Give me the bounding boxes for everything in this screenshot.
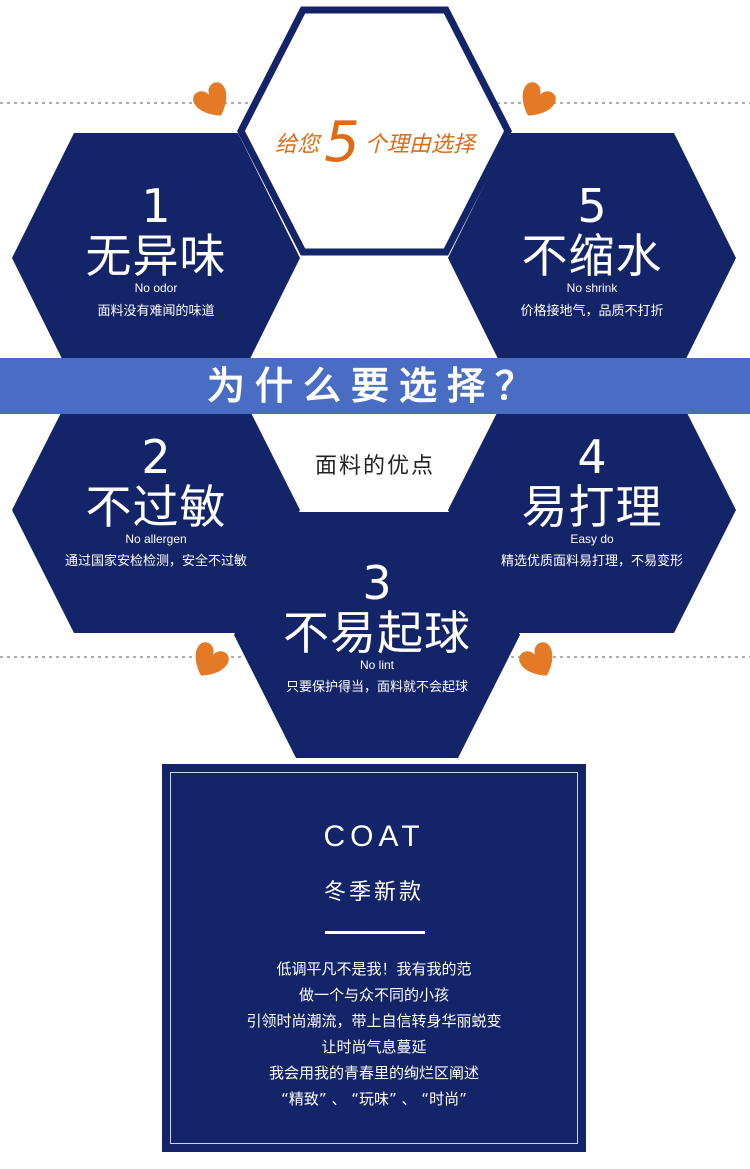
coat-divider (325, 931, 425, 934)
coat-panel (162, 764, 586, 1152)
why-choose-text: 为什么要选择？ (206, 364, 543, 408)
reasons-header: 给您 5 个理由选择 (240, 110, 510, 175)
coat-title: COAT (323, 820, 425, 853)
coat-description: 低调平凡不是我！我有我的范 做一个与众不同的小孩 引领时尚潮流，带上自信转身华丽… (162, 956, 586, 1112)
hexagon-reason-1 (12, 133, 300, 383)
reason-3-en: No lint (359, 658, 394, 672)
reason-1-desc: 面料没有难闻的味道 (97, 304, 215, 319)
why-choose-banner (0, 358, 750, 414)
reason-4-number: 4 (577, 430, 607, 484)
reason-3-desc: 只要保护得当，面料就不会起球 (285, 680, 468, 695)
coat-subtitle: 冬季新款 (323, 880, 424, 905)
heart-icon (193, 82, 227, 116)
reason-3-title: 不易起球 (283, 606, 471, 660)
coat-line-2: 做一个与众不同的小孩 (298, 986, 449, 1004)
coat-line-5: 我会用我的青春里的绚烂区阐述 (268, 1064, 479, 1082)
coat-line-4: 让时尚气息蔓延 (321, 1038, 427, 1056)
header-suffix: 个理由选择 (364, 132, 475, 158)
reason-2-title: 不过敏 (85, 480, 227, 534)
heart-icon (522, 82, 556, 116)
coat-line-3: 引领时尚潮流，带上自信转身华丽蜕变 (246, 1012, 502, 1030)
reason-2-desc: 通过国家安检检测，安全不过敏 (64, 554, 247, 569)
reason-5-en: No shrink (566, 281, 618, 295)
reason-1-title: 无异味 (85, 229, 227, 283)
reason-3-number: 3 (362, 556, 392, 610)
hexagon-top (237, 6, 512, 256)
reason-1-en: No odor (134, 281, 178, 295)
header-prefix: 给您 (275, 132, 320, 158)
coat-line-1: 低调平凡不是我！我有我的范 (276, 960, 472, 978)
hexagon-reason-5 (448, 133, 736, 383)
reason-2-en: No allergen (125, 532, 187, 546)
hexagon-reason-3 (234, 512, 520, 758)
coat-panel-border (170, 772, 578, 1144)
heart-icon (195, 642, 229, 676)
reason-1-number: 1 (141, 179, 171, 233)
reason-2-number: 2 (141, 430, 171, 484)
reason-4-en: Easy do (570, 532, 614, 546)
reason-5-number: 5 (577, 179, 607, 233)
reason-5-title: 不缩水 (521, 229, 663, 283)
hexagon-reason-4 (448, 387, 736, 633)
heart-icon (519, 642, 553, 676)
fabric-advantages-label: 面料的优点 (314, 454, 435, 479)
coat-line-6: “精致” 、 “玩味” 、 “时尚” (281, 1090, 467, 1108)
hexagon-reason-2 (12, 387, 300, 633)
reason-4-title: 易打理 (521, 480, 663, 534)
header-number: 5 (324, 110, 360, 175)
reason-4-desc: 精选优质面料易打理，不易变形 (500, 554, 683, 569)
reason-5-desc: 价格接地气，品质不打折 (520, 304, 664, 319)
hexagon-graphic (0, 6, 750, 758)
